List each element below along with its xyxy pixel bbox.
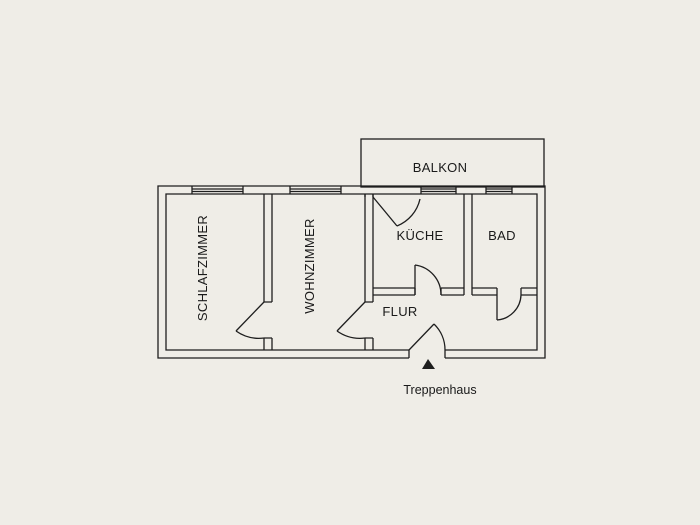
room-label-schlafzimmer: SCHLAFZIMMER xyxy=(195,215,210,321)
interior-walls xyxy=(263,194,537,350)
exterior-walls xyxy=(157,185,546,359)
balcony-outline xyxy=(360,138,545,188)
room-label-balkon: BALKON xyxy=(413,160,468,175)
room-label-flur: FLUR xyxy=(382,304,417,319)
room-label-wohnzimmer: WOHNZIMMER xyxy=(302,218,317,313)
room-label-kueche: KÜCHE xyxy=(396,228,443,243)
windows xyxy=(191,186,513,194)
doors xyxy=(235,196,522,351)
triangle-up-icon xyxy=(422,359,435,369)
room-label-bad: BAD xyxy=(488,228,516,243)
entrance-label: Treppenhaus xyxy=(403,383,476,397)
